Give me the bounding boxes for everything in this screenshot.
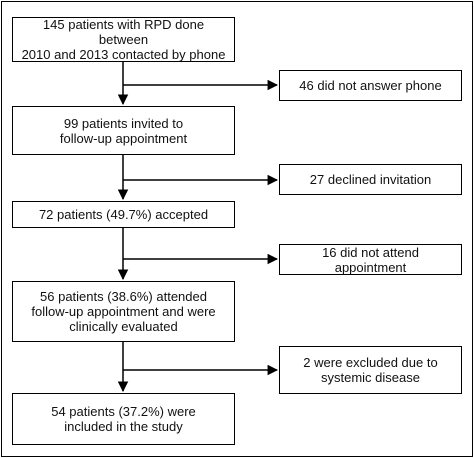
step-box-accepted: 72 patients (49.7%) accepted bbox=[12, 201, 235, 228]
exclusion-box-no-show: 16 did not attend appointment bbox=[279, 244, 462, 275]
exclusion-box-declined: 27 declined invitation bbox=[279, 164, 462, 195]
step-box-included: 54 patients (37.2%) were included in the… bbox=[12, 393, 235, 445]
step-box-contacted: 145 patients with RPD done between 2010 … bbox=[12, 17, 235, 62]
step-box-attended: 56 patients (38.6%) attended follow-up a… bbox=[12, 281, 235, 342]
exclusion-box-no-answer: 46 did not answer phone bbox=[279, 70, 462, 101]
exclusion-box-systemic-disease: 2 were excluded due to systemic disease bbox=[279, 346, 462, 394]
step-box-invited: 99 patients invited to follow-up appoint… bbox=[12, 106, 235, 155]
